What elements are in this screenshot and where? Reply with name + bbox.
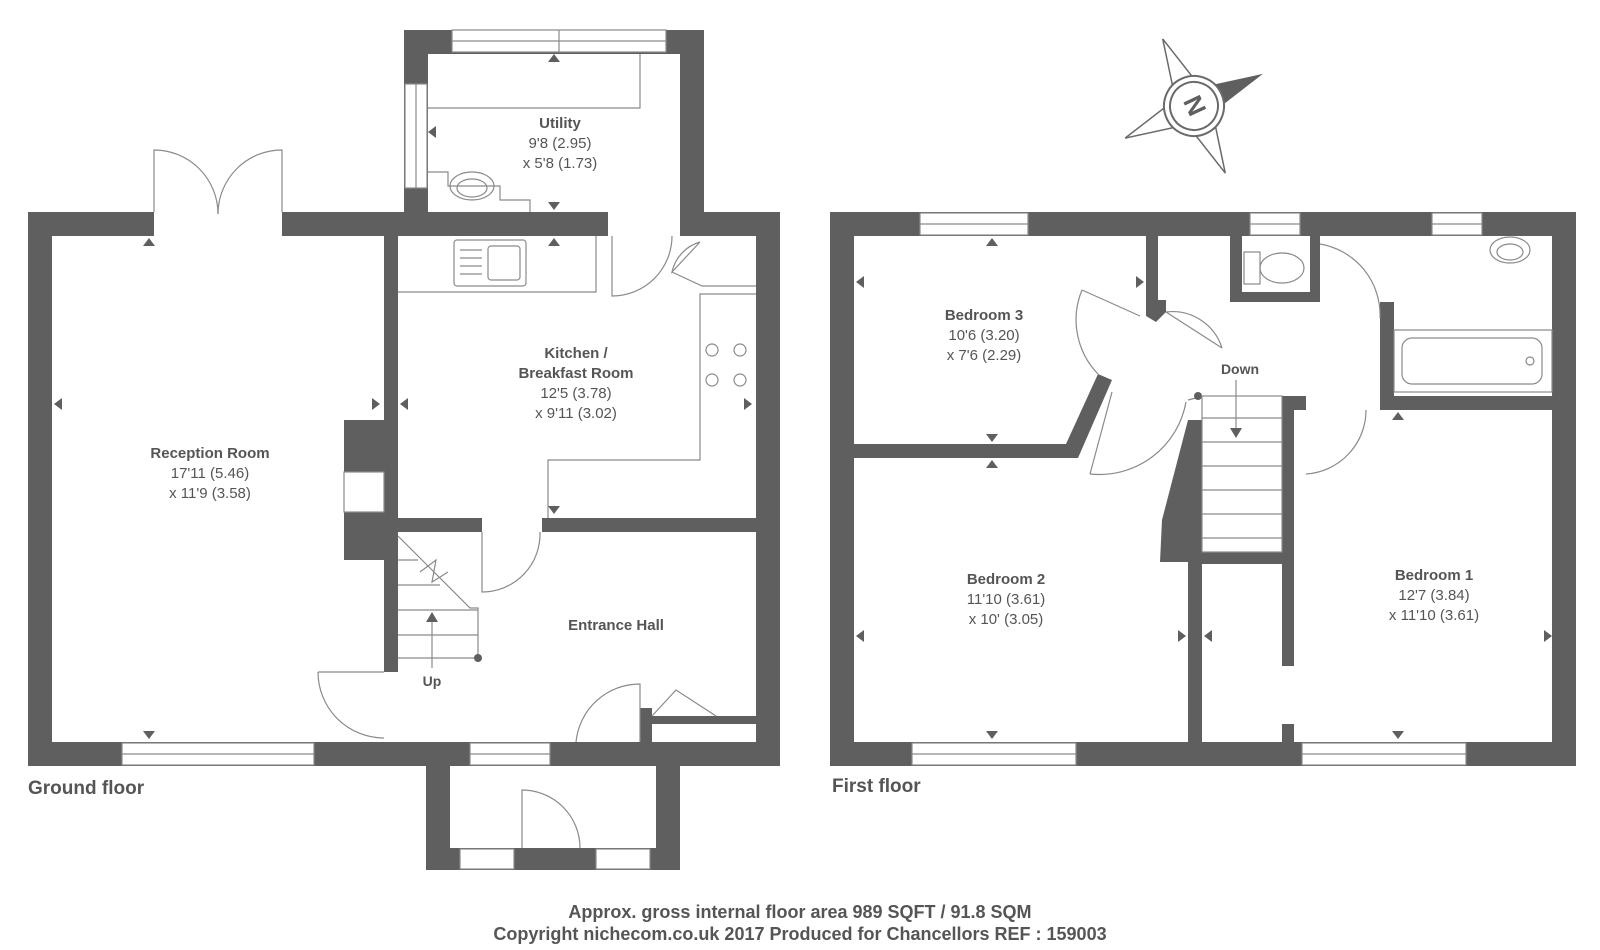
wall <box>1146 236 1158 302</box>
stairs-up <box>397 535 482 668</box>
bedroom3-name: Bedroom 3 <box>945 307 1023 324</box>
utility-dim1: 9'8 (2.95) <box>529 135 592 152</box>
cupboard-door <box>670 241 701 275</box>
wall <box>652 716 756 724</box>
bedroom3-dim2: x 7'6 (2.29) <box>947 347 1022 364</box>
wc-pan <box>1259 252 1305 284</box>
wall <box>830 212 854 766</box>
front-door <box>575 683 641 743</box>
first-floor-arrows <box>856 238 1552 739</box>
bedroom3-door <box>1075 289 1099 375</box>
utility-door <box>611 235 673 297</box>
first-floor-fixtures <box>1075 236 1553 553</box>
wall <box>1310 236 1320 302</box>
window <box>595 848 651 870</box>
utility-worktop <box>428 54 641 109</box>
compass-rose <box>1124 38 1263 174</box>
kitchen-name-line1: Kitchen / <box>544 345 608 362</box>
wall <box>28 212 52 766</box>
chimney-breast <box>344 420 384 472</box>
wall <box>1294 396 1306 410</box>
bedroom1-name: Bedroom 1 <box>1395 567 1473 584</box>
window <box>459 848 515 870</box>
wall <box>384 236 398 672</box>
entrance-hall-name: Entrance Hall <box>568 617 664 634</box>
wc-cistern <box>1243 251 1261 285</box>
wall <box>1282 724 1294 742</box>
reception-room-dim1: 17'11 (5.46) <box>171 465 249 482</box>
bathroom-basin <box>1489 236 1531 264</box>
wall <box>1380 302 1394 396</box>
stairs-up-label: Up <box>423 673 442 689</box>
utility-dim2: x 5'8 (1.73) <box>523 155 598 172</box>
stairs-down <box>1201 380 1283 553</box>
bedroom1-door <box>1305 409 1367 475</box>
bedroom2-dim1: 11'10 (3.61) <box>967 591 1045 608</box>
chimney-breast <box>344 512 384 560</box>
stair-wall <box>1162 420 1202 520</box>
wall <box>1230 292 1320 302</box>
utility-counter <box>428 171 531 212</box>
wall <box>756 212 780 766</box>
reception-room-dim2: x 11'9 (3.58) <box>169 485 251 502</box>
ground-floor-label: Ground floor <box>28 778 145 799</box>
bedroom2-dim2: x 10' (3.05) <box>969 611 1044 628</box>
wall <box>282 212 608 236</box>
wall <box>1552 212 1576 766</box>
wall <box>1202 552 1282 564</box>
wall <box>542 518 756 532</box>
wc-door <box>1165 311 1223 349</box>
french-door <box>217 149 283 215</box>
porch-door <box>521 789 581 849</box>
kitchen-name-line2: Breakfast Room <box>518 365 633 382</box>
floor-area-caption: Approx. gross internal floor area 989 SQ… <box>568 902 1031 922</box>
kitchen-worktop-side <box>547 293 756 518</box>
bath <box>1393 329 1553 393</box>
first-floor-walls <box>830 212 1576 766</box>
bedroom1-dim1: 12'7 (3.84) <box>1398 587 1469 604</box>
kitchen-worktop <box>398 236 597 293</box>
copyright-caption: Copyright nichecom.co.uk 2017 Produced f… <box>493 924 1106 944</box>
wall <box>1282 396 1294 666</box>
window <box>343 471 385 513</box>
wall <box>640 708 652 742</box>
wall <box>1230 236 1242 302</box>
wall <box>1380 396 1552 410</box>
utility-name: Utility <box>539 115 581 132</box>
reception-room-name: Reception Room <box>150 445 269 462</box>
ground-floor-walls <box>28 30 780 870</box>
bedroom2-door <box>1089 401 1187 476</box>
bedroom1-dim2: x 11'10 (3.61) <box>1389 607 1479 624</box>
french-door <box>153 149 219 215</box>
bathroom-door <box>1319 243 1381 319</box>
wall <box>1146 300 1166 322</box>
wall <box>398 518 482 532</box>
first-floor-label: First floor <box>832 776 921 797</box>
reception-door <box>317 671 385 739</box>
hob-ring <box>733 373 747 387</box>
wall <box>854 374 1112 458</box>
hob-ring <box>705 343 719 357</box>
kitchen-dim2: x 9'11 (3.02) <box>535 405 617 422</box>
ground-floor-windows <box>121 29 667 870</box>
kitchen-sink <box>453 239 527 287</box>
bedroom2-name: Bedroom 2 <box>967 571 1045 588</box>
hob-ring <box>705 373 719 387</box>
ground-floor-arrows <box>54 54 752 739</box>
hob-ring <box>733 343 747 357</box>
kitchen-dim1: 12'5 (3.78) <box>540 385 611 402</box>
cupboard-door <box>651 689 717 717</box>
ground-floor-fixtures <box>153 54 756 849</box>
kitchen-door <box>481 531 541 593</box>
wall <box>1188 552 1202 742</box>
utility-sink <box>449 171 495 201</box>
stairs-down-label: Down <box>1221 361 1259 377</box>
wall <box>1160 520 1202 562</box>
first-floor-windows <box>911 212 1483 766</box>
bedroom3-dim1: 10'6 (3.20) <box>948 327 1019 344</box>
